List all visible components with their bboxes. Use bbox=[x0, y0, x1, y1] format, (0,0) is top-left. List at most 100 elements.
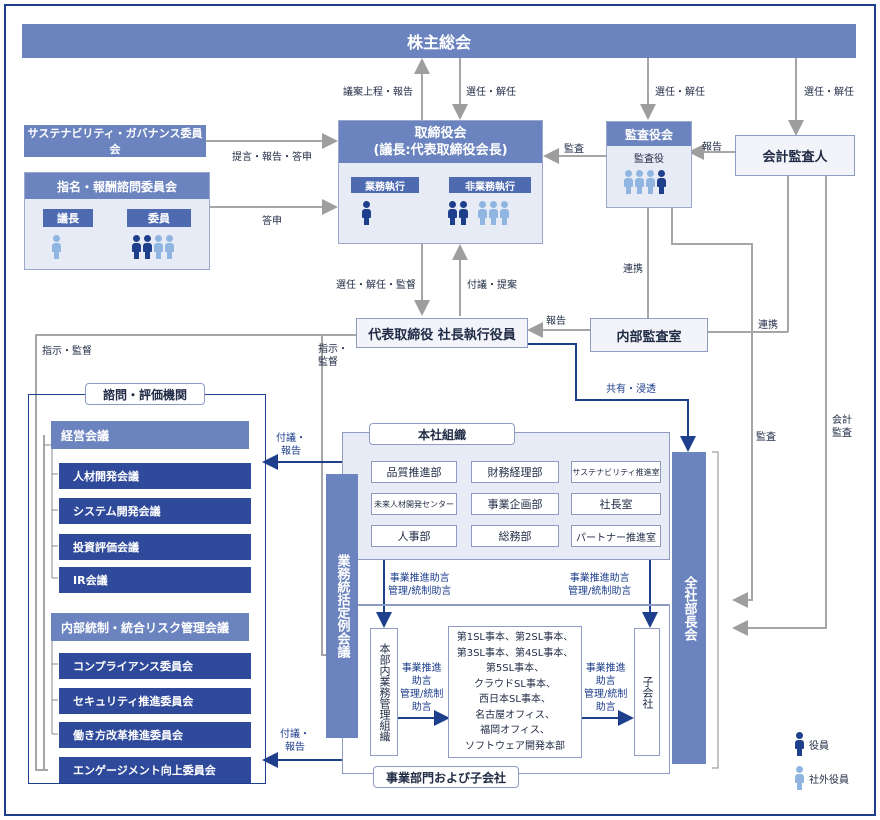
label-refer: 付議・報告 bbox=[276, 432, 306, 458]
legend-outside-officer: 社外役員 bbox=[794, 766, 849, 790]
label-proposal-report: 提言・報告・答申 bbox=[232, 152, 312, 163]
audit-board-title: 監査役会 bbox=[607, 122, 691, 146]
non-executive-person-icons bbox=[447, 201, 510, 229]
label-support-1a: 事業推進助言 bbox=[389, 573, 450, 584]
officer-icon bbox=[362, 201, 371, 225]
outside-officer-icon bbox=[635, 170, 644, 194]
system-dev-meeting: システム開発会議 bbox=[59, 498, 251, 524]
bu-line: 第3SL事本、第4SL事本、 bbox=[456, 647, 574, 659]
label-support-3a: 事業推進 bbox=[401, 663, 442, 674]
compliance-committee: コンプライアンス委員会 bbox=[59, 653, 251, 679]
dept-president-office: 社長室 bbox=[571, 493, 661, 515]
label-instruct-1: 指示・監督 bbox=[42, 346, 92, 357]
officer-icon bbox=[657, 170, 666, 194]
label-audit-1: 監査 bbox=[564, 144, 584, 155]
risk-management-meeting: 内部統制・統合リスク管理会議 bbox=[51, 613, 249, 641]
label-refer2-a: 付議・ bbox=[280, 729, 310, 740]
bu-line: 第1SL事本、第2SL事本、 bbox=[456, 632, 574, 643]
label-share: 共有・浸透 bbox=[606, 384, 656, 395]
label-acct-audit: 会計監査 bbox=[832, 414, 852, 440]
officer-icon bbox=[143, 235, 152, 259]
security-committee: セキュリティ推進委員会 bbox=[59, 688, 251, 714]
subsidiaries: 子会社 bbox=[634, 628, 660, 756]
outside-officer-icon bbox=[646, 170, 655, 194]
headquarters-area: 本社組織 品質推進部 財務経理部 サステナビリティ推進室 未来人材開発センター … bbox=[342, 423, 670, 560]
label-support-4d: 助言 bbox=[595, 702, 616, 713]
officer-icon bbox=[448, 201, 457, 225]
dept-finance: 財務経理部 bbox=[471, 461, 559, 483]
label-appoint-dismiss-3: 選任・解任 bbox=[804, 87, 854, 98]
label-appoint-dismiss-2: 選任・解任 bbox=[655, 87, 705, 98]
label-support-2a: 事業推進助言 bbox=[569, 573, 630, 584]
outside-officer-icon bbox=[165, 235, 174, 259]
label-support-4c: 管理/統制 bbox=[584, 689, 628, 700]
business-units-box: 第1SL事本、第2SL事本、 第3SL事本、第4SL事本、 第5SL事本、 クラ… bbox=[448, 626, 582, 758]
chair-tag: 議長 bbox=[43, 209, 93, 227]
label-support-4a: 事業推進 bbox=[585, 663, 626, 674]
auditor-person-icons bbox=[623, 170, 667, 198]
label-coop-2: 連携 bbox=[758, 320, 778, 331]
ceo-box: 代表取締役 社長執行役員 bbox=[356, 318, 528, 348]
board-title: 取締役会 (議長:代表取締役会長) bbox=[339, 121, 542, 163]
executive-tag: 業務執行 bbox=[351, 177, 419, 193]
label-audit-2: 監査 bbox=[756, 432, 776, 443]
officer-icon bbox=[795, 732, 804, 756]
label-support-3d: 助言 bbox=[411, 702, 432, 713]
ir-meeting: IR会議 bbox=[59, 567, 251, 593]
dept-hr: 人事部 bbox=[371, 525, 457, 547]
bu-line: ソフトウェア開発本部 bbox=[465, 740, 565, 752]
dept-sustainability: サステナビリティ推進室 bbox=[571, 461, 661, 483]
dept-partner: パートナー推進室 bbox=[571, 525, 661, 547]
sustainability-committee-label: サステナビリティ・ガバナンス委員会 bbox=[27, 127, 203, 156]
label-support-3b: 助言 bbox=[411, 676, 432, 687]
label-refer2-b: 報告 bbox=[285, 742, 305, 753]
advisory-title: 諮問・評価機関 bbox=[85, 383, 205, 405]
label-support-3: 事業推進助言管理/統制助言 bbox=[400, 662, 443, 714]
label-support-1: 事業推進助言管理/統制助言 bbox=[388, 572, 451, 598]
business-meeting: 業務統括定例会議 bbox=[326, 474, 358, 738]
label-instruct-2a: 指示・ bbox=[318, 344, 348, 355]
executive-person-icons bbox=[361, 201, 372, 229]
work-style-committee: 働き方改革推進委員会 bbox=[59, 722, 251, 748]
label-reply: 答申 bbox=[262, 216, 282, 227]
label-support-1b: 管理/統制助言 bbox=[388, 586, 452, 597]
outside-officer-icon bbox=[624, 170, 633, 194]
label-acct-audit-b: 監査 bbox=[832, 428, 852, 439]
headquarters-title: 本社組織 bbox=[369, 423, 515, 445]
internal-mgmt-org: 本部内業務管理組織 bbox=[370, 628, 398, 756]
label-agenda-report: 議案上程・報告 bbox=[343, 87, 413, 98]
outer-frame bbox=[4, 4, 876, 816]
divisions-title: 事業部門および子会社 bbox=[373, 766, 519, 788]
legend-officer-label: 役員 bbox=[809, 740, 829, 752]
board-of-directors: 取締役会 (議長:代表取締役会長) 業務執行 非業務執行 bbox=[338, 120, 543, 244]
management-meeting: 経営会議 bbox=[51, 421, 249, 449]
dept-quality: 品質推進部 bbox=[371, 461, 457, 483]
label-report-1: 報告 bbox=[702, 142, 722, 153]
label-support-4b: 助言 bbox=[595, 676, 616, 687]
label-coop-1: 連携 bbox=[623, 264, 643, 275]
internal-audit-office: 内部監査室 bbox=[590, 318, 708, 352]
nomination-committee-title: 指名・報酬諮問委員会 bbox=[25, 173, 209, 199]
engagement-committee: エンゲージメント向上委員会 bbox=[59, 757, 251, 783]
label-report-2: 報告 bbox=[546, 316, 566, 327]
all-dept-meeting: 全社部長会 bbox=[672, 452, 706, 764]
label-appoint-dismiss: 選任・解任 bbox=[466, 87, 516, 98]
accounting-auditor: 会計監査人 bbox=[735, 135, 855, 176]
outside-officer-icon bbox=[795, 766, 804, 790]
sustainability-committee: サステナビリティ・ガバナンス委員会 bbox=[24, 125, 206, 157]
board-title-line1: 取締役会 bbox=[414, 126, 467, 141]
label-support-2: 事業推進助言管理/統制助言 bbox=[568, 572, 631, 598]
outside-officer-icon bbox=[478, 201, 487, 225]
non-executive-tag: 非業務執行 bbox=[449, 177, 531, 193]
label-support-3c: 管理/統制 bbox=[400, 689, 444, 700]
dept-business-planning: 事業企画部 bbox=[471, 493, 559, 515]
advisory-bodies: 諮問・評価機関 経営会議 人材開発会議 システム開発会議 投資評価会議 IR会議… bbox=[28, 383, 266, 784]
outside-officer-icon bbox=[154, 235, 163, 259]
label-refer-a: 付議・ bbox=[276, 433, 306, 444]
outside-officer-icon bbox=[500, 201, 509, 225]
audit-board: 監査役会 監査役 bbox=[606, 121, 692, 208]
shareholders-label: 株主総会 bbox=[406, 33, 471, 52]
label-refer-2: 付議・報告 bbox=[280, 728, 310, 754]
hr-dev-meeting: 人材開発会議 bbox=[59, 463, 251, 489]
